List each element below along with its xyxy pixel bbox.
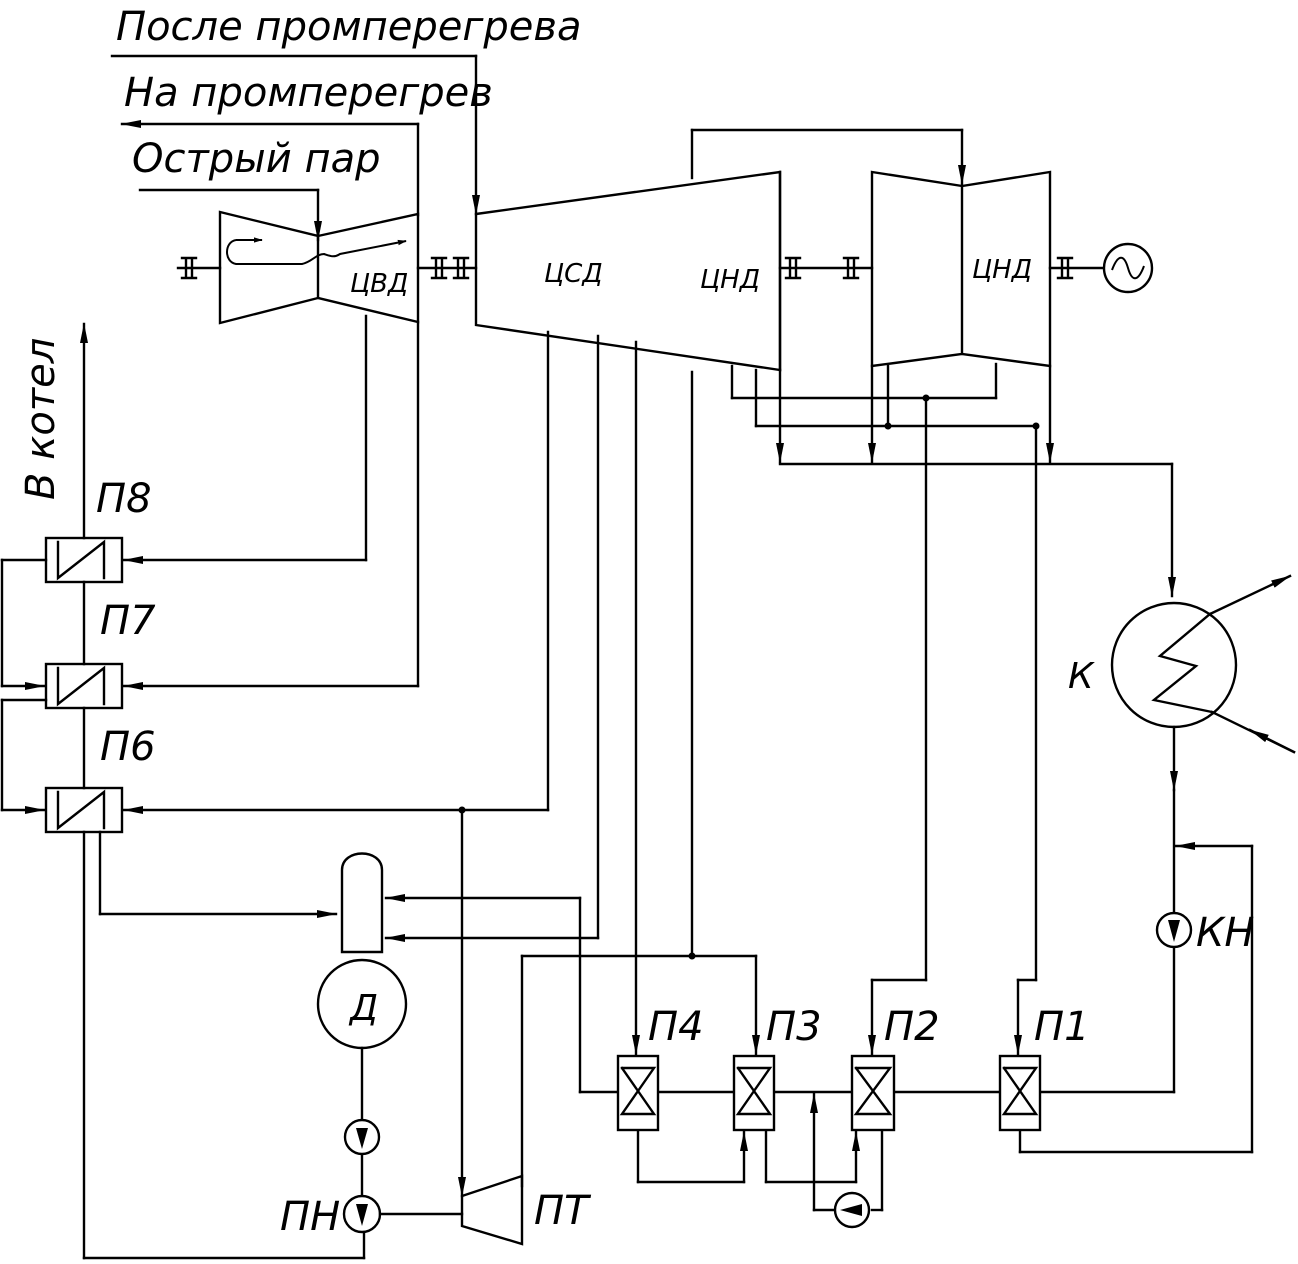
heater-p3: П3 (732, 1004, 822, 1132)
condenser-label: К (1068, 656, 1095, 697)
lp-cylinder-1-label: ЦНД (700, 265, 760, 295)
heater-p1: П1 (998, 1004, 1090, 1132)
pump-turbine: ПТ (460, 1174, 592, 1246)
heater-p2-label: П2 (884, 1004, 940, 1050)
ip-cylinder-label: ЦСД (544, 259, 603, 289)
heater-p8: П8 (44, 476, 152, 584)
lp-cylinder-2: ЦНД (870, 170, 1052, 368)
lp-cylinder-2-label: ЦНД (972, 255, 1032, 285)
extraction-lines-hp (122, 314, 600, 1198)
heater-p1-label: П1 (1034, 1004, 1090, 1050)
heater-p4: П4 (616, 1004, 704, 1132)
pump-turbine-label: ПТ (534, 1188, 592, 1234)
live-steam-label: Острый пар (132, 136, 381, 182)
drain-pump[interactable] (833, 1191, 871, 1229)
after-reheat-label: После промперегрева (116, 4, 582, 50)
live-steam-line (138, 188, 322, 242)
hp-cylinder: ЦВД (218, 210, 420, 325)
heater-p3-label: П3 (766, 1004, 822, 1050)
hp-cylinder-label: ЦВД (350, 269, 408, 299)
booster-pump[interactable] (343, 1118, 381, 1156)
heater-p8-label: П8 (96, 476, 152, 522)
heater-p7-label: П7 (100, 598, 156, 644)
deaerator: Д (316, 852, 408, 1198)
to-reheat-label: На промперегрев (124, 70, 493, 116)
condensate-line (1018, 725, 1254, 1154)
ip-lp-cylinder: ЦСД ЦНД (474, 170, 782, 372)
heater-p6: П6 (44, 724, 156, 834)
feedwater-line (0, 322, 366, 1260)
condensate-pump[interactable]: КН (1155, 910, 1254, 956)
feed-pump-label: ПН (280, 1194, 340, 1240)
heater-p2: П2 (850, 1004, 940, 1132)
condensate-pump-label: КН (1196, 910, 1254, 956)
coupling-icon (180, 256, 1074, 280)
feed-pump[interactable]: ПН (280, 1194, 382, 1240)
lp-heater-chain (384, 894, 1002, 1212)
after-reheat-line (110, 54, 480, 216)
heater-p6-label: П6 (100, 724, 156, 770)
heater-p7: П7 (44, 598, 156, 710)
heater-p4-label: П4 (648, 1004, 704, 1050)
deaerator-label: Д (348, 988, 378, 1029)
extraction-lines-lp (520, 340, 1038, 1188)
generator-icon (1102, 242, 1154, 294)
to-reheat-line (120, 120, 420, 217)
lp-exhaust-lines (730, 362, 1176, 598)
condenser: К (1068, 574, 1296, 754)
to-boiler-label: В котел (18, 338, 64, 500)
crossover-pipe (690, 128, 966, 186)
